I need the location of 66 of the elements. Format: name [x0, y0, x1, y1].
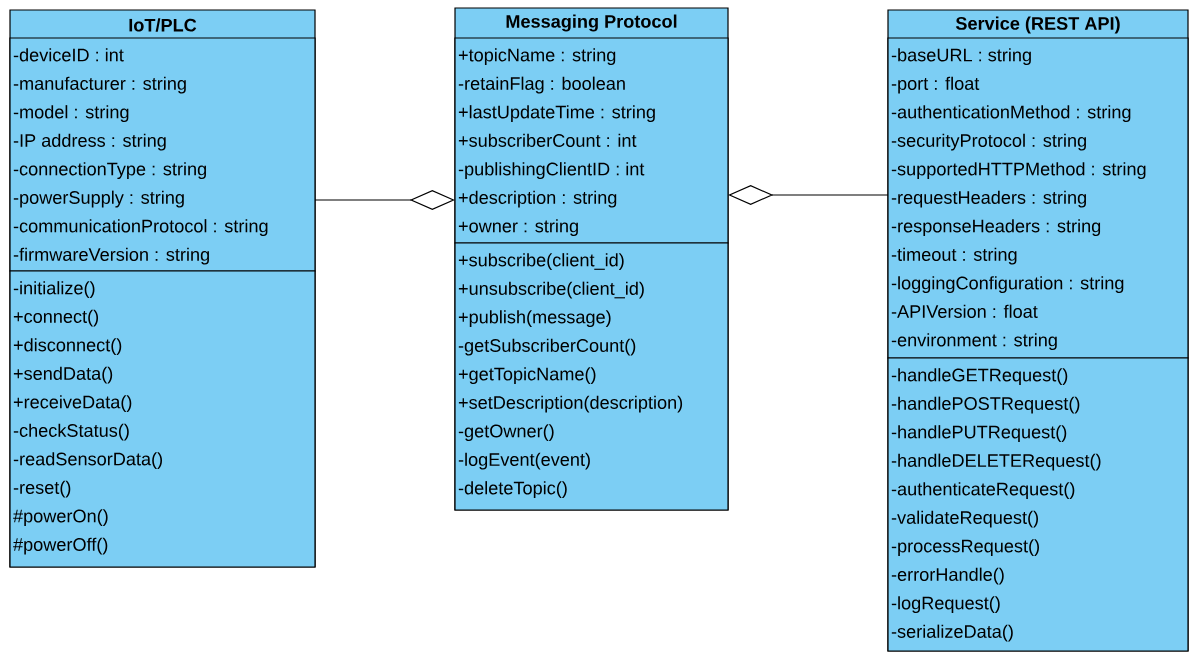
compartment-box — [887, 357, 1189, 652]
member-text: -APIVersion : float — [891, 304, 1038, 318]
member-text: -deviceID : int — [13, 48, 124, 62]
member-text: +topicName : string — [458, 48, 616, 66]
member-text: -errorHandle() — [891, 567, 1004, 585]
compartment-box — [9, 37, 316, 272]
member-text: -authenticationMethod : string — [891, 105, 1131, 123]
member-text: -retainFlag : boolean — [458, 76, 625, 94]
member-text: -baseURL : string — [891, 48, 1031, 66]
member-text: +unsubscribe(client_id) — [458, 281, 644, 299]
member-text: -supportedHTTPMethod : string — [891, 162, 1146, 180]
member-text: -handleDELETERequest() — [891, 453, 1101, 471]
member-text: +setDescription(description) — [458, 395, 683, 413]
member-text: -handlePUTRequest() — [891, 425, 1067, 442]
class-title: IoT/PLC — [129, 18, 197, 32]
member-text: -authenticateRequest() — [891, 482, 1075, 499]
member-text: +subscriberCount : int — [458, 133, 637, 147]
member-text: +subscribe(client_id) — [458, 253, 624, 270]
member-text: -responseHeaders : string — [891, 219, 1101, 236]
member-text: -validateRequest() — [891, 510, 1038, 528]
member-text: +receiveData() — [13, 395, 132, 412]
member-text: -serializeData() — [891, 624, 1013, 642]
member-text: -model : string — [13, 105, 129, 123]
member-text: -processRequest() — [891, 539, 1039, 556]
member-text: -connectionType : string — [13, 162, 206, 180]
member-text: -communicationProtocol : string — [13, 219, 268, 236]
member-text: #powerOn() — [13, 509, 108, 526]
member-text: -getSubscriberCount() — [458, 338, 636, 356]
class-title: Messaging Protocol — [506, 14, 677, 32]
member-text: -requestHeaders : string — [891, 190, 1086, 208]
member-text: +description : string — [458, 190, 617, 208]
member-text: -logEvent(event) — [458, 452, 590, 470]
aggregation-line — [314, 190, 455, 210]
compartment-box — [887, 37, 1189, 359]
member-text: -getOwner() — [458, 424, 554, 441]
member-text: -readSensorData() — [13, 452, 163, 469]
member-text: +sendData() — [13, 366, 113, 384]
compartment-box — [454, 37, 729, 244]
member-text: #powerOff() — [13, 537, 108, 555]
member-text: -reset() — [13, 480, 71, 498]
member-text: -publishingClientID : int — [458, 162, 645, 180]
member-text: +owner : string — [458, 219, 578, 236]
member-text: +disconnect() — [13, 338, 122, 355]
member-text: -handleGETRequest() — [891, 368, 1068, 385]
member-text: -deleteTopic() — [458, 481, 567, 498]
member-text: -timeout : string — [891, 247, 1017, 265]
member-text: +connect() — [13, 309, 99, 327]
member-text: -initialize() — [13, 281, 95, 298]
member-text: -securityProtocol : string — [891, 133, 1086, 151]
member-text: -logRequest() — [891, 596, 1000, 613]
class-title: Service (REST API) — [955, 16, 1120, 34]
compartment-box — [9, 270, 316, 568]
member-text: -port : float — [891, 76, 980, 94]
aggregation-line — [728, 185, 889, 205]
member-text: -handlePOSTRequest() — [891, 396, 1080, 414]
member-text: +publish(message) — [458, 310, 611, 327]
member-text: -environment : string — [891, 333, 1057, 350]
member-text: -checkStatus() — [13, 423, 129, 441]
compartment-box — [454, 242, 729, 511]
member-text: -IP address : string — [13, 133, 166, 151]
member-text: +getTopicName() — [458, 367, 596, 384]
member-text: -firmwareVersion : string — [13, 247, 209, 265]
member-text: -manufacturer : string — [13, 76, 186, 94]
member-text: +lastUpdateTime : string — [458, 105, 655, 123]
member-text: -powerSupply : string — [13, 190, 184, 208]
member-text: -loggingConfiguration : string — [891, 276, 1124, 293]
